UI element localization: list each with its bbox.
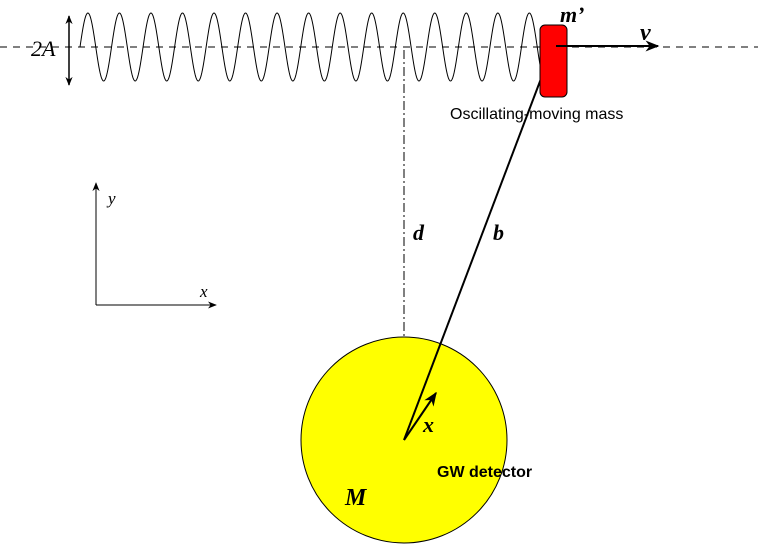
y-axis-label: y bbox=[106, 189, 116, 208]
oscillating-mass-block bbox=[539, 24, 568, 98]
moving-mass-label: m’ bbox=[560, 2, 584, 27]
velocity-label: v bbox=[640, 20, 651, 46]
detector-mass-label: M bbox=[344, 485, 368, 511]
x-axis-label: x bbox=[199, 282, 208, 301]
detector-displacement-arrow bbox=[403, 391, 437, 441]
detector-caption: GW detector bbox=[437, 464, 532, 481]
amplitude-label: 2A bbox=[31, 36, 56, 61]
oscillation-wave bbox=[79, 12, 554, 82]
distance-b-arrow bbox=[403, 45, 554, 441]
detector-displacement-label: x bbox=[422, 412, 434, 437]
moving-mass-caption: Oscillating-moving mass bbox=[450, 106, 623, 123]
distance-b-label: b bbox=[493, 220, 504, 245]
distance-d-label: d bbox=[413, 220, 425, 245]
